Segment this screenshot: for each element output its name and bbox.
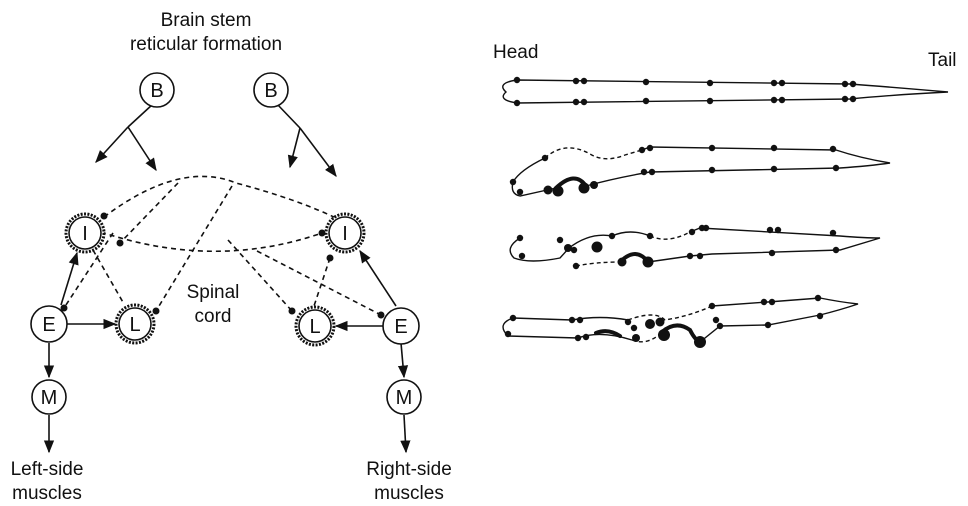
e-right-to-m-right-arrow	[397, 342, 409, 379]
node-m-left: M	[31, 379, 67, 415]
node-l-left: L	[114, 303, 156, 345]
e-left-to-i-left-arrow	[60, 251, 79, 306]
body-outline-dashed	[627, 305, 713, 321]
node-i-right-label: I	[342, 223, 348, 245]
b-right-stem	[276, 103, 301, 129]
dash-i-left-to-l-left	[92, 249, 125, 305]
synapse-dot	[100, 212, 108, 220]
node-e-right: E	[382, 307, 420, 345]
node-l-right: L	[294, 305, 336, 347]
body-outline	[511, 157, 557, 197]
node-b-left-label: B	[150, 80, 163, 102]
neural-circuit-diagram: Brain stem reticular formation	[11, 10, 452, 504]
dash-right-to-e-right	[256, 250, 382, 316]
left-muscles-label-line1: Left-side	[11, 459, 84, 480]
dash-i-left-to-e-left	[63, 232, 114, 309]
body-shape-1	[502, 76, 949, 107]
dash-i-right-to-i-left-bottom	[100, 231, 323, 253]
dash-cross-to-l-right	[227, 239, 293, 312]
synapse-dot	[377, 311, 385, 319]
body-outline-dashed	[575, 261, 621, 267]
right-muscles-label-line2: muscles	[374, 483, 444, 504]
node-e-left-label: E	[42, 314, 55, 336]
b-left-stem	[127, 103, 154, 128]
body-outline	[689, 227, 881, 257]
node-l-left-label: L	[129, 314, 140, 336]
body-shape-2	[509, 144, 891, 197]
left-muscles-label-line2: muscles	[12, 483, 82, 504]
node-b-right-label: B	[264, 80, 277, 102]
body-outline	[509, 231, 651, 262]
spinal-cord-label-line1: Spinal	[187, 282, 240, 303]
synapse-dot	[116, 239, 124, 247]
synapse-dot	[288, 307, 296, 315]
brain-stem-label-line2: reticular formation	[130, 34, 282, 55]
head-label: Head	[493, 42, 538, 63]
b-right-arrow-1	[287, 127, 301, 169]
body-shape-3	[509, 224, 881, 270]
dash-i-left-to-i-right-top	[103, 175, 341, 221]
node-m-left-label: M	[41, 387, 58, 409]
node-e-right-label: E	[394, 316, 407, 338]
body-outline-dashed	[649, 231, 691, 240]
dash-cross-left	[119, 182, 179, 244]
body-outline	[699, 297, 859, 343]
body-outline	[585, 146, 891, 187]
body-outline	[502, 79, 949, 104]
node-i-right: I	[324, 212, 366, 254]
node-i-left-label: I	[82, 223, 88, 245]
body-outline	[502, 317, 633, 341]
node-b-left: B	[139, 72, 175, 108]
synapse-dot	[326, 254, 334, 262]
right-muscles-label-line1: Right-side	[366, 459, 452, 480]
b-right-arrow-2	[299, 127, 337, 178]
body-outline-dashed	[544, 147, 643, 160]
body-shape-4	[502, 294, 859, 348]
node-m-right: M	[386, 379, 422, 415]
swimming-wave-diagram: Head Tail	[493, 42, 957, 348]
node-l-right-label: L	[309, 316, 320, 338]
b-left-arrow-1	[95, 126, 129, 163]
synapse-dot	[318, 229, 326, 237]
synapse-dot	[60, 304, 68, 312]
tail-label: Tail	[928, 50, 957, 71]
dash-cross-to-l-left	[155, 185, 233, 312]
node-i-left: I	[64, 212, 106, 254]
contraction-segment	[594, 329, 622, 338]
m-right-to-muscle-arrow	[400, 414, 411, 454]
node-m-right-label: M	[396, 387, 413, 409]
synapse-dot	[152, 307, 160, 315]
node-e-left: E	[30, 305, 68, 343]
b-left-arrow-2	[127, 126, 157, 172]
e-right-to-i-right-arrow	[359, 249, 397, 307]
brain-stem-label-line1: Brain stem	[161, 10, 252, 31]
node-b-right: B	[253, 72, 289, 108]
spinal-cord-label-line2: cord	[195, 306, 232, 327]
body-outline	[647, 255, 691, 263]
